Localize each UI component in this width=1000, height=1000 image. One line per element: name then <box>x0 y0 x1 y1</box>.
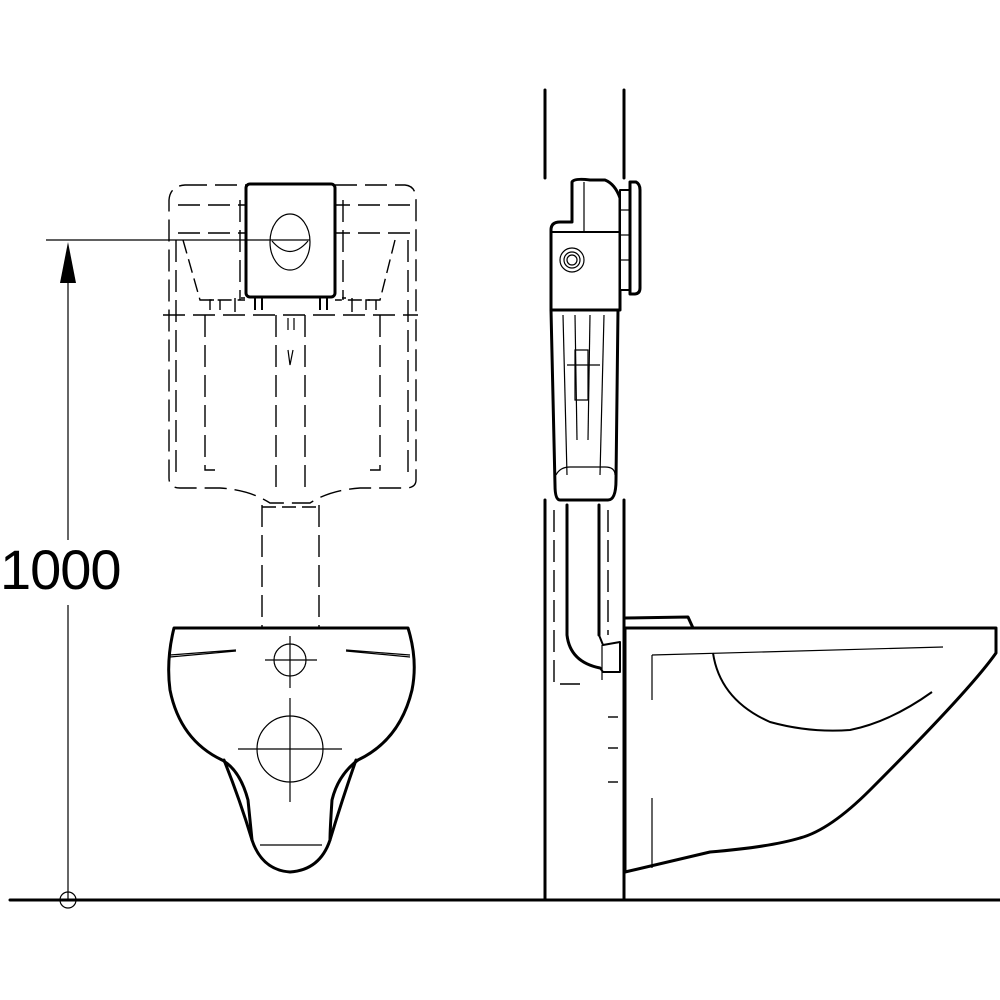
flush-button-icon <box>269 213 311 271</box>
valve-icon <box>559 247 585 273</box>
dimension-origin-icon <box>59 891 77 909</box>
side-view <box>543 88 998 902</box>
cistern-side <box>549 177 642 502</box>
waste-pipe-bend <box>565 503 621 680</box>
flush-plate <box>244 182 337 310</box>
front-view <box>163 182 418 874</box>
dimension-line <box>46 239 300 909</box>
wc-bowl-front <box>167 626 416 874</box>
drain-pipe-dashed <box>261 505 320 628</box>
height-dimension-label: 1000 <box>0 538 122 601</box>
cistern-outline-dashed <box>163 184 418 504</box>
dimension-arrow-icon <box>60 242 76 283</box>
wc-bowl-side <box>623 615 998 874</box>
